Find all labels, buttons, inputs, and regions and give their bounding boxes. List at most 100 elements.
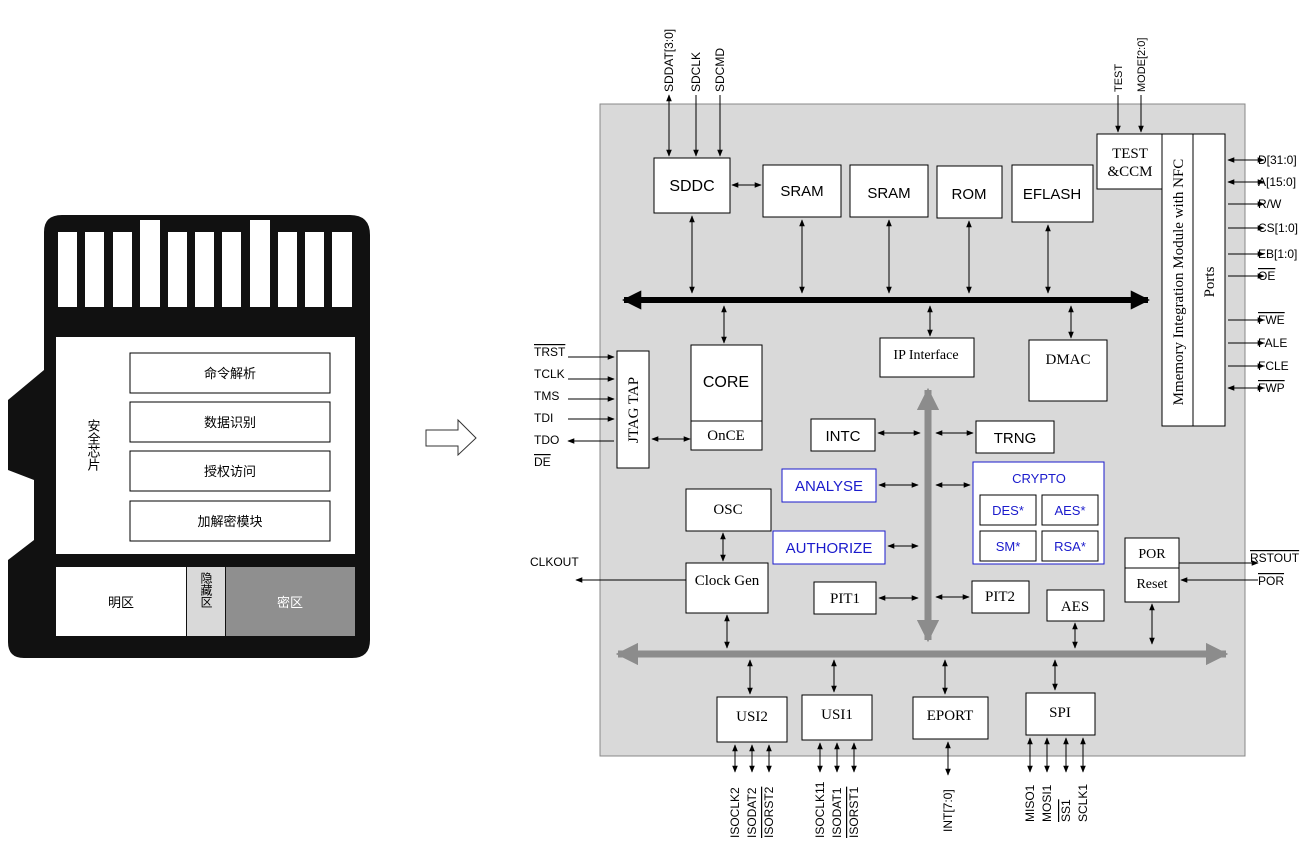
ports-label: Ports bbox=[1202, 266, 1218, 297]
module-label: Mmemory Integration Module with NFC bbox=[1171, 159, 1187, 406]
signal-label: D[31:0] bbox=[1258, 153, 1297, 167]
function-box bbox=[129, 352, 331, 394]
signal-label: MODE[2:0] bbox=[1136, 38, 1148, 92]
ccm-label: &CCM bbox=[1107, 164, 1152, 180]
pit1-block bbox=[813, 581, 877, 615]
function-label: 数据识别 bbox=[204, 416, 256, 431]
aes-crypto-block bbox=[1041, 494, 1099, 526]
function-box bbox=[129, 500, 331, 542]
analyse-block bbox=[781, 468, 877, 503]
signal-label: TEST bbox=[1113, 64, 1125, 92]
signal-label: SDCMD bbox=[713, 48, 727, 92]
sram-label: SRAM bbox=[780, 183, 823, 200]
aes-crypto-label: AES* bbox=[1054, 503, 1085, 518]
signal-label: FALE bbox=[1258, 336, 1287, 350]
bottom-pin-lines bbox=[732, 737, 1086, 776]
trng-block bbox=[975, 420, 1055, 454]
contact-pin bbox=[168, 232, 187, 307]
sddc-block bbox=[653, 157, 731, 214]
eflash-label: EFLASH bbox=[1023, 186, 1081, 203]
eport-block bbox=[912, 696, 989, 740]
chip-label: 安全芯片 bbox=[85, 419, 101, 471]
right-pin-lines bbox=[1227, 157, 1265, 391]
sddc-label: SDDC bbox=[669, 178, 714, 195]
contact-pin bbox=[195, 232, 214, 307]
signal-label: POR bbox=[1258, 574, 1284, 588]
signal-label: ISODAT1 bbox=[830, 787, 844, 838]
ip-interface-block bbox=[879, 337, 975, 378]
osc-label: OSC bbox=[713, 502, 742, 518]
eport-label: EPORT bbox=[927, 708, 974, 724]
des-block bbox=[979, 494, 1037, 526]
signal-label: MISO1 bbox=[1023, 784, 1037, 822]
clock-gen-block bbox=[685, 562, 769, 614]
signal-label: R/W bbox=[1258, 197, 1282, 211]
signal-label: SDCLK bbox=[689, 52, 703, 92]
signal-label: RSTOUT bbox=[1250, 551, 1300, 565]
contact-pin bbox=[58, 232, 77, 307]
pit2-label: PIT2 bbox=[985, 589, 1015, 605]
jtag-pin-lines bbox=[567, 354, 615, 444]
hidden-zone-label: 隐藏区 bbox=[199, 572, 213, 608]
signal-label: SDDAT[3:0] bbox=[662, 29, 676, 92]
aes-block bbox=[1046, 589, 1105, 622]
sm-block bbox=[979, 530, 1037, 562]
sram-block bbox=[762, 164, 842, 218]
core-label: CORE bbox=[703, 374, 749, 391]
usi1-label: USI1 bbox=[821, 707, 853, 723]
trng-label: TRNG bbox=[994, 430, 1037, 447]
signal-label: ISODAT2 bbox=[745, 787, 759, 838]
eflash-block bbox=[1011, 164, 1094, 223]
contact-pin bbox=[305, 232, 324, 307]
analyse-label: ANALYSE bbox=[795, 478, 863, 495]
signal-label: SCLK1 bbox=[1076, 784, 1090, 822]
pit2-block bbox=[971, 580, 1030, 614]
signal-label: ISORST1 bbox=[847, 786, 861, 838]
signal-label: SS1 bbox=[1059, 799, 1073, 822]
reset-label: Reset bbox=[1136, 577, 1167, 592]
card-contacts bbox=[58, 220, 352, 307]
signal-label: DE bbox=[534, 455, 551, 469]
function-box bbox=[129, 401, 331, 443]
signal-label: OE bbox=[1258, 269, 1275, 283]
dmac-label: DMAC bbox=[1045, 352, 1090, 368]
contact-pin bbox=[113, 232, 132, 307]
signal-label: FCLE bbox=[1258, 359, 1289, 373]
intc-block bbox=[810, 418, 876, 452]
ip-interface-label: IP Interface bbox=[893, 348, 958, 363]
function-box bbox=[129, 450, 331, 492]
contact-pin bbox=[222, 232, 241, 307]
rsa-label: RSA* bbox=[1054, 539, 1086, 554]
aes-label: AES bbox=[1061, 599, 1089, 615]
signal-label: ISOCLK2 bbox=[728, 787, 742, 838]
test-label: TEST bbox=[1112, 146, 1148, 162]
jtag-label: JTAG TAP bbox=[626, 377, 642, 443]
clock-gen-label: Clock Gen bbox=[695, 573, 760, 589]
secret-zone-label: 密区 bbox=[277, 595, 303, 611]
clear-zone-label: 明区 bbox=[108, 596, 134, 611]
signal-label: FWP bbox=[1258, 381, 1285, 395]
des-label: DES* bbox=[992, 503, 1024, 518]
core-block bbox=[690, 344, 763, 451]
contact-pin bbox=[250, 220, 270, 307]
secret-zone bbox=[226, 567, 355, 636]
signal-label: TMS bbox=[534, 389, 559, 403]
usi2-block bbox=[716, 696, 788, 743]
signal-label: ISORST2 bbox=[762, 786, 776, 838]
rom-label: ROM bbox=[952, 186, 987, 203]
signal-label: CLKOUT bbox=[530, 555, 579, 569]
spi-block bbox=[1025, 692, 1096, 736]
sram-label: SRAM bbox=[867, 185, 910, 202]
signal-label: ISOCLK11 bbox=[813, 781, 827, 838]
authorize-block bbox=[772, 530, 886, 565]
osc-block bbox=[685, 488, 772, 532]
signal-label: TDI bbox=[534, 411, 553, 425]
signal-label: MOSI1 bbox=[1040, 784, 1054, 822]
function-label: 加解密模块 bbox=[197, 514, 262, 530]
jtag-block bbox=[616, 350, 650, 469]
usi1-block bbox=[801, 694, 873, 741]
por-reset-block bbox=[1124, 537, 1180, 603]
signal-label: EB[1:0] bbox=[1258, 247, 1297, 261]
signal-label: INT[7:0] bbox=[941, 789, 955, 832]
dmac-block bbox=[1028, 339, 1108, 402]
